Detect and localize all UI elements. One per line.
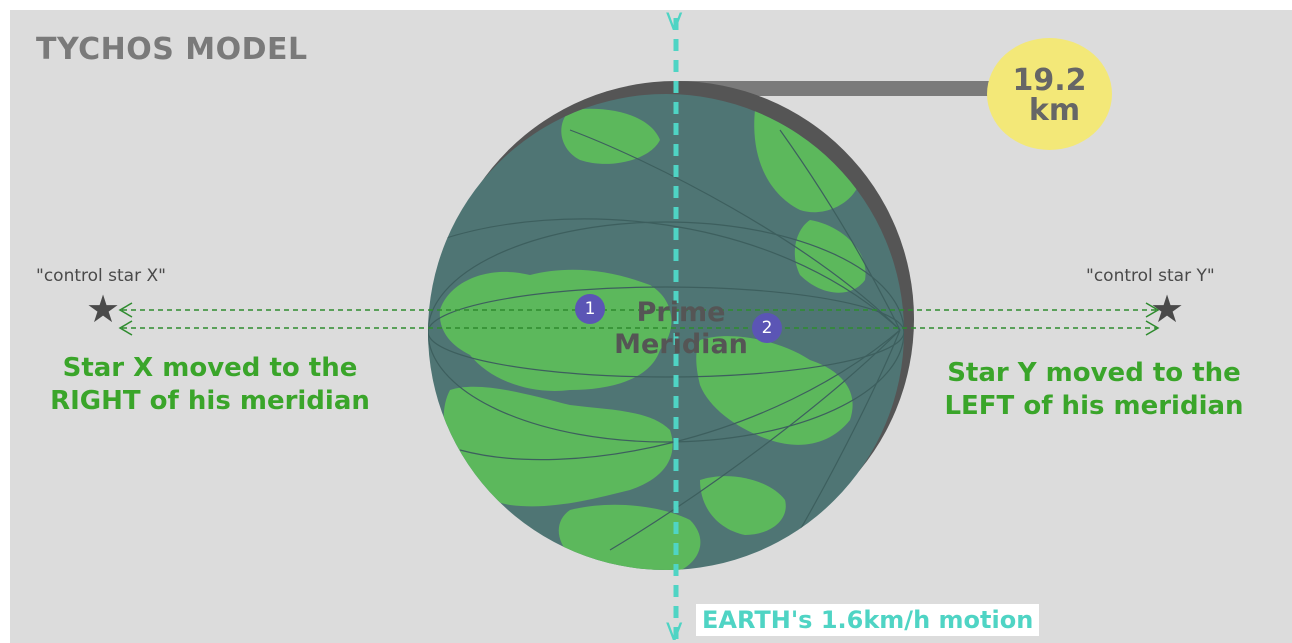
diagram-graphics [118, 18, 1160, 643]
meridian-v-bottom: V [666, 618, 683, 643]
star-y-note: Star Y moved to the LEFT of his meridian [916, 357, 1272, 423]
prime-meridian-label: Prime Meridian [606, 297, 756, 361]
star-y-note-line1: Star Y moved to the [947, 358, 1241, 388]
earth-land [428, 108, 904, 570]
position-1-badge: 1 [575, 294, 605, 324]
distance-text: 19.2 km [987, 66, 1112, 126]
arrowhead-x-upper [118, 302, 133, 318]
page-title: TYCHOS MODEL [36, 32, 308, 67]
earth-motion-label: EARTH's 1.6km/h motion [696, 604, 1040, 636]
star-x-icon: ★ [86, 287, 121, 331]
arrowhead-y-upper [1145, 302, 1160, 318]
distance-bar [676, 81, 1001, 96]
star-y-icon: ★ [1150, 287, 1185, 331]
distance-value: 19.2 [1012, 63, 1087, 98]
star-x-note-line2: RIGHT of his meridian [50, 386, 370, 416]
star-y-note-line2: LEFT of his meridian [944, 391, 1244, 421]
position-2-badge: 2 [752, 313, 782, 343]
star-x-label: "control star X" [36, 266, 166, 286]
prime-meridian-line1: Prime [636, 297, 726, 328]
star-y-label: "control star Y" [1086, 266, 1215, 286]
distance-unit: km [1028, 93, 1081, 128]
arrowhead-y-lower [1145, 320, 1160, 336]
distance-badge [987, 38, 1112, 150]
star-x-note-line1: Star X moved to the [62, 353, 358, 383]
prime-meridian-line2: Meridian [614, 329, 748, 360]
diagram-canvas: TYCHOS MODEL V V 19.2 km "control star X… [10, 10, 1292, 643]
arrowhead-x-lower [118, 320, 133, 336]
meridian-v-top: V [666, 10, 683, 36]
star-x-note: Star X moved to the RIGHT of his meridia… [30, 352, 390, 418]
